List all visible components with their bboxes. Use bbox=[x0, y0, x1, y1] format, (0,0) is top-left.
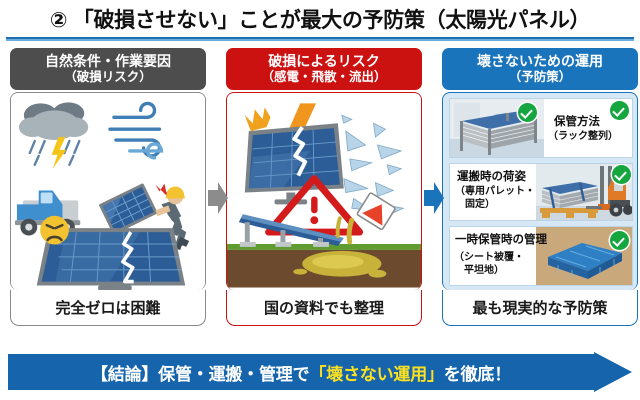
option-storage-method[interactable]: 保管方法 （ラック整列） bbox=[449, 98, 633, 158]
panel-risks-illustration bbox=[226, 92, 422, 290]
conclusion-arrow-shape bbox=[8, 352, 632, 392]
panel-prevention: 壊さないための運用 （予防策） bbox=[442, 48, 638, 326]
panel-prevention-caption: 最も現実的な予防策 bbox=[442, 290, 638, 326]
option-temp-storage-check-icon bbox=[610, 231, 629, 250]
panel-causes-subtitle: （破損リスク） bbox=[64, 70, 152, 84]
cracked-panel-spark-icon bbox=[244, 123, 344, 205]
panel-prevention-caption-text: 最も現実的な予防策 bbox=[472, 300, 608, 317]
rain-cloud-lightning-icon bbox=[18, 102, 89, 169]
conclusion-prefix: 【結論】保管・運搬・管理で bbox=[90, 364, 310, 384]
option-transport-load[interactable]: 運搬時の荷姿 （専用パレット・ 固定） bbox=[449, 163, 633, 221]
option-temp-storage-label: 一時保管時の管理 bbox=[455, 234, 547, 246]
worker-carrying-panel-icon bbox=[99, 183, 190, 250]
title-divider-light bbox=[6, 39, 634, 41]
spilled-liquid-icon bbox=[293, 192, 396, 278]
causes-artwork bbox=[11, 93, 205, 290]
conclusion-banner: 【結論】保管・運搬・管理で「壊さない運用」を徹底！ bbox=[8, 352, 632, 392]
panel-prevention-title: 壊さないための運用 bbox=[477, 53, 603, 69]
panel-prevention-header: 壊さないための運用 （予防策） bbox=[442, 48, 638, 90]
option-transport-check-icon bbox=[612, 165, 631, 184]
electric-spark-icon bbox=[244, 107, 271, 132]
panel-causes-caption: 完全ゼロは困難 bbox=[10, 290, 206, 326]
panel-risks: 破損によるリスク （感電・飛散・流出） bbox=[226, 48, 422, 326]
sad-face-icon bbox=[40, 215, 69, 245]
ground-mount-array-icon bbox=[238, 214, 344, 247]
panel-causes-header: 自然条件・作業要因 （破損リスク） bbox=[10, 48, 206, 90]
option-storage-check-icon bbox=[518, 103, 537, 122]
blue-truck-icon bbox=[14, 190, 81, 236]
conclusion-highlight: 「壊さない運用」 bbox=[309, 364, 444, 384]
arrow-causes-to-risks bbox=[208, 182, 228, 214]
conclusion-text: 【結論】保管・運搬・管理で「壊さない運用」を徹底！ bbox=[8, 352, 594, 392]
panel-risks-title: 破損によるリスク bbox=[268, 53, 380, 69]
option-transport-label: 運搬時の荷姿 bbox=[457, 171, 526, 183]
panel-prevention-options: 保管方法 （ラック整列） bbox=[442, 92, 638, 290]
panel-risks-header: 破損によるリスク （感電・飛散・流出） bbox=[226, 48, 422, 90]
panel-risks-subtitle: （感電・飛散・流出） bbox=[261, 70, 387, 84]
option-transport-sublabel2: 固定） bbox=[455, 199, 495, 210]
panel-causes-title: 自然条件・作業要因 bbox=[45, 53, 171, 69]
risks-artwork bbox=[227, 93, 421, 290]
panel-causes-illustration bbox=[10, 92, 206, 290]
option-storage-sublabel: （ラック整列） bbox=[548, 131, 618, 142]
option-temp-storage[interactable]: 一時保管時の管理 （シート被覆・ 平坦地） bbox=[449, 226, 633, 286]
option-temp-storage-sublabel2: 平坦地） bbox=[454, 265, 504, 276]
option-temp-storage-sublabel: （シート被覆・ bbox=[454, 252, 524, 263]
wind-gust-icon bbox=[108, 101, 164, 160]
forklift-pallet-icon bbox=[536, 164, 632, 220]
arrow-risks-to-prevention bbox=[424, 182, 444, 214]
panel-risks-caption: 国の資料でも整理 bbox=[226, 290, 422, 326]
option-transport-sublabel: （専用パレット・ bbox=[455, 186, 535, 197]
page-title: ② 「破損させない」ことが最大の予防策（太陽光パネル） bbox=[49, 9, 591, 32]
conclusion-suffix: を徹底！ bbox=[443, 364, 511, 384]
panel-causes-caption-text: 完全ゼロは困難 bbox=[55, 300, 161, 317]
title-divider bbox=[6, 37, 634, 39]
cracked-solar-panel-icon bbox=[36, 228, 186, 290]
panel-risks-caption-text: 国の資料でも整理 bbox=[263, 300, 384, 317]
panel-prevention-subtitle: （予防策） bbox=[508, 70, 572, 84]
option-storage-label: 保管方法 bbox=[554, 116, 600, 128]
panel-causes: 自然条件・作業要因 （破損リスク） bbox=[10, 48, 206, 326]
option-storage-check-icon-2 bbox=[610, 101, 629, 120]
